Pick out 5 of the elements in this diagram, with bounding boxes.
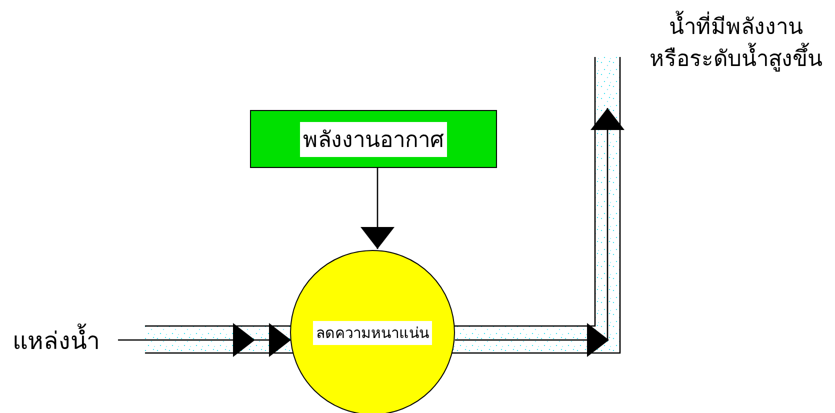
flow-label: แหล่งน้ำ: [12, 320, 100, 360]
node-label: พลังงานอากาศ: [300, 122, 447, 156]
node-label: ลดความหนาแน่น: [313, 320, 432, 344]
process-box: [250, 110, 497, 168]
flow-label: น้ำที่มีพลังงาน หรือระดับน้ำสูงขึ้น: [646, 12, 826, 76]
